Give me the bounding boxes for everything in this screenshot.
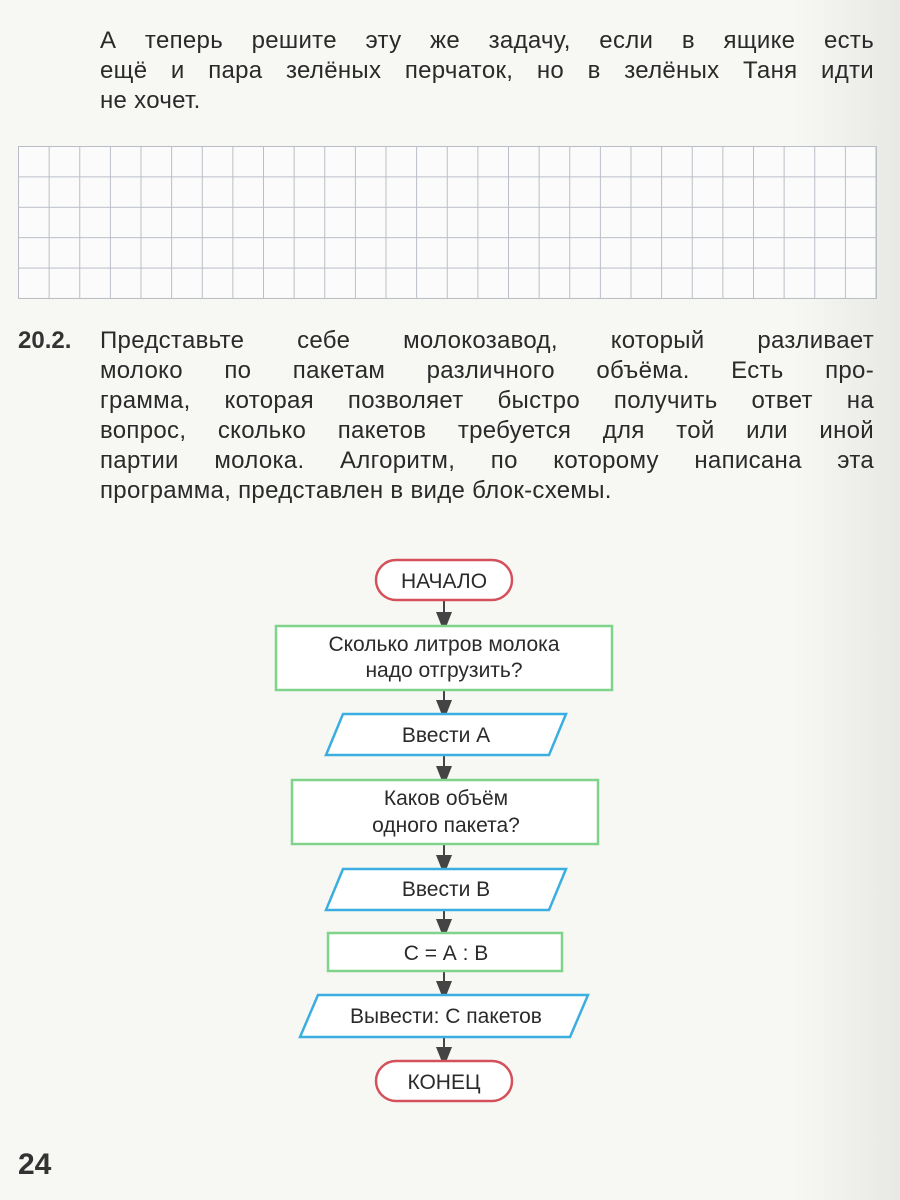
intro-line: ещё и пара зелёных перчаток, но в зелёны… [100, 57, 874, 84]
output-parallelogram [298, 993, 590, 1039]
question-volume-line: Каков объём [384, 787, 508, 810]
task-line: грамма, которая позволяет быстро получит… [100, 387, 874, 414]
input-b-label: Ввести В [402, 878, 490, 901]
flowchart: НАЧАЛО Сколько литров молока надо отгруз… [274, 558, 614, 1103]
end-label: КОНЕЦ [407, 1071, 481, 1094]
start-label: НАЧАЛО [401, 570, 487, 593]
question-liters-box [274, 624, 614, 692]
intro-line: не хочет. [100, 87, 201, 114]
output-label: Вывести: С пакетов [350, 1005, 542, 1028]
question-volume-line: одного пакета? [372, 814, 520, 837]
task-line: программа, представлен в виде блок-схемы… [100, 477, 612, 504]
page-number: 24 [18, 1148, 52, 1181]
task-number: 20.2. [18, 327, 72, 354]
question-liters-line: надо отгрузить? [365, 659, 522, 682]
compute-label: С = А : В [404, 942, 489, 965]
question-liters-line: Сколько литров молока [328, 633, 559, 656]
end-terminal [374, 1059, 514, 1103]
task-paragraph: Представьте себе молокозавод, который ра… [100, 326, 874, 506]
compute-box [326, 931, 564, 973]
input-a-label: Ввести А [402, 724, 490, 747]
task-line: молоко по пакетам различного объёма. Ест… [100, 357, 874, 384]
input-b-parallelogram [324, 867, 568, 912]
start-terminal [374, 558, 514, 602]
intro-line: А теперь решите эту же задачу, если в ящ… [100, 27, 874, 54]
task-line: вопрос, сколько пакетов требуется для то… [100, 417, 874, 444]
answer-grid[interactable] [18, 146, 877, 299]
task-line: партии молока. Алгоритм, по которому нап… [100, 447, 874, 474]
question-volume-box [290, 778, 600, 846]
task-line: Представьте себе молокозавод, который ра… [100, 327, 874, 354]
input-a-parallelogram [324, 712, 568, 757]
intro-paragraph: А теперь решите эту же задачу, если в ящ… [100, 26, 874, 116]
